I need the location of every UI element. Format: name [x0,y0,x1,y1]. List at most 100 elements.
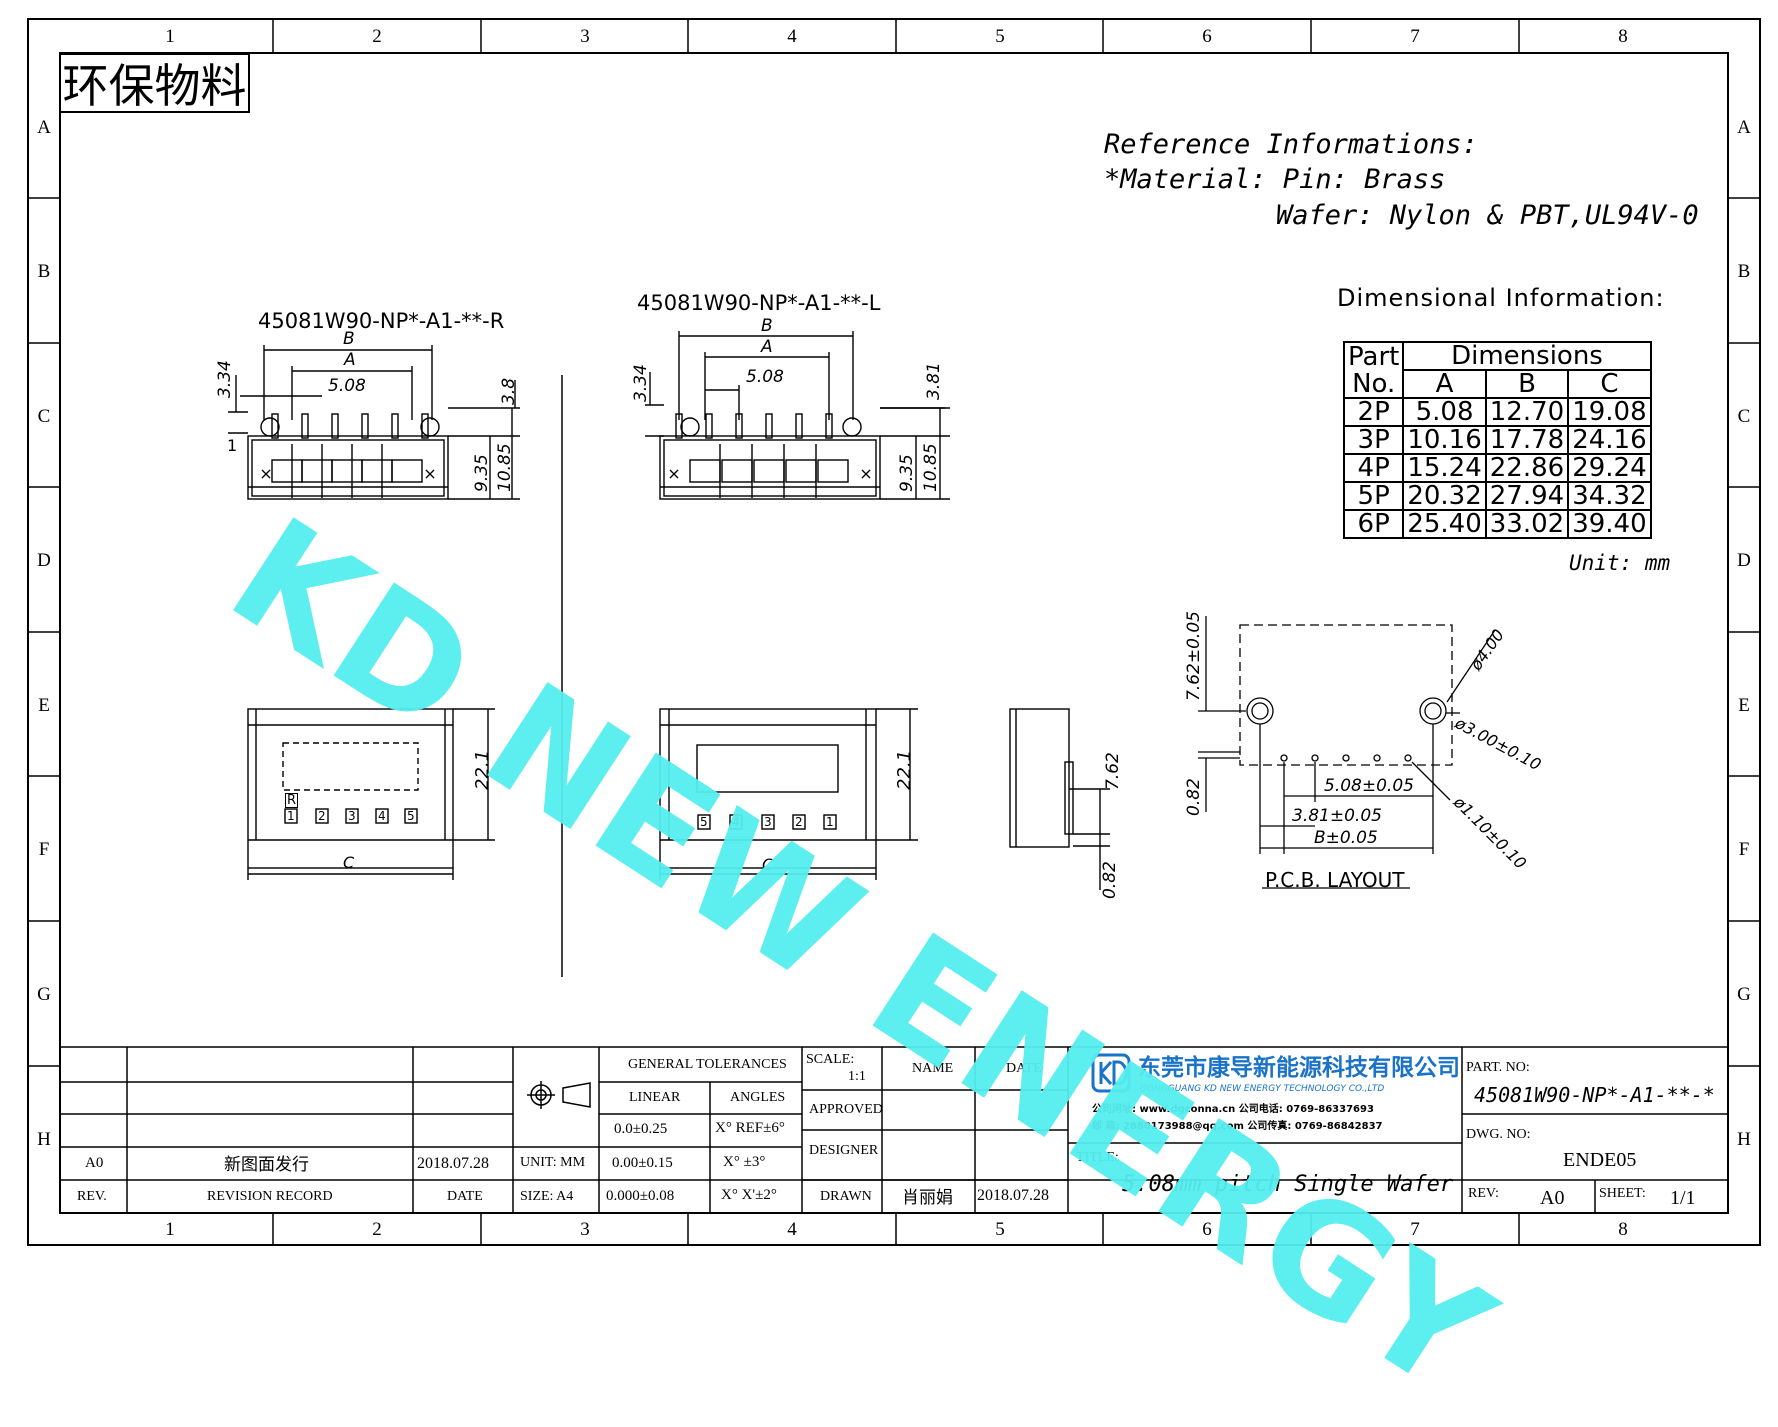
r-mark: R [285,793,299,808]
size-field: SIZE: A4 [520,1189,574,1204]
pin-number: 3 [764,815,772,829]
table-row: 4P 15.24 22.86 29.24 [1342,453,1652,483]
unit-note: Unit: mm [1569,551,1671,575]
linear-header: LINEAR [629,1090,681,1105]
reference-line-1: Reference Informations: [1104,129,1478,160]
header-part: Part [1342,341,1405,370]
dim-label-b: B [761,316,773,336]
pin-number: 5 [407,809,415,823]
pcb-layout-title: P.C.B. LAYOUT [1265,868,1405,892]
pin-number: 2 [795,815,803,829]
col-label: 2 [372,26,382,47]
col-label: 7 [1410,26,1420,47]
dim-label-pitch: 5.08 [746,367,784,387]
table-row: 6P 25.40 33.02 39.40 [1342,509,1652,539]
dim-label-a: A [761,337,773,357]
company-logo-icon [1091,1053,1131,1093]
dim-label-a: A [344,350,356,370]
col-label: 6 [1202,26,1212,47]
company-name-en: DONGGUANG KD NEW ENERGY TECHNOLOGY CO.,L… [1140,1084,1385,1094]
reference-line-3: Wafer: Nylon & PBT,UL94V-0 [1276,200,1699,231]
row-label: B [37,261,51,282]
pin-number: 1 [287,809,295,823]
dimensional-heading: Dimensional Information: [1337,284,1665,312]
drawn-name: 肖丽娟 [902,1188,953,1207]
front-height-label: 22.1 [472,749,493,790]
header-b: B [1484,369,1570,399]
col-label: 2 [372,1219,382,1240]
dim-label-top: 3.34 [215,360,235,398]
dim-c-cell: 39.40 [1567,509,1652,539]
dim-label-top: 3.34 [631,364,651,402]
pin-number: 4 [378,809,386,823]
part-number: 45081W90-NP*-A1-**-* [1474,1083,1715,1107]
right-part-number: 45081W90-NP*-A1-**-R [258,309,505,333]
pcb-offset-dim: 0.82 [1184,778,1204,816]
row-label: C [37,406,51,427]
dim-a-cell: 10.16 [1402,425,1487,455]
date-header: DATE [1006,1061,1042,1076]
dimension-table: Part Dimensions No. A B C 2P 5.08 12.70 … [1342,341,1652,539]
row-label: A [37,117,51,138]
part-cell: 5P [1342,481,1405,511]
pin-number: 5 [700,815,708,829]
rev-code: A0 [85,1155,104,1171]
linear-tol-1: 0.0±0.25 [614,1121,668,1137]
front-height-label: 22.1 [894,749,915,790]
drawing-sheet: 1 2 3 4 5 6 7 8 1 2 3 4 5 6 7 8 A B C D … [27,18,1761,1427]
pcb-vertical-dim: 7.62±0.05 [1184,611,1204,701]
col-label: 7 [1410,1219,1420,1240]
dim-b-cell: 22.86 [1484,453,1570,483]
row-label: B [1737,261,1751,282]
dim-label-pin: 3.81 [924,362,944,400]
sheet-value: 1/1 [1670,1187,1696,1209]
side-pin-height: 7.62 [1103,752,1123,790]
row-label: G [1737,984,1751,1005]
designer-label: DESIGNER [809,1143,879,1158]
unit-field: UNIT: MM [520,1155,586,1170]
front-width-label: C [343,853,355,872]
linear-tol-3: 0.000±0.08 [606,1188,675,1204]
col-label: 1 [165,1219,175,1240]
angle-tol-2: X° ±3° [723,1154,766,1170]
company-name-cn: 东莞市康导新能源科技有限公司 [1138,1055,1460,1081]
row-label: E [38,695,50,716]
angle-tol-3: X° X'±2° [721,1187,777,1203]
col-label: 4 [787,1219,797,1240]
col-label: 1 [165,26,175,47]
part-cell: 6P [1342,509,1405,539]
col-label: 4 [787,26,797,47]
row-label: G [37,984,51,1005]
header-a: A [1402,369,1487,399]
part-cell: 3P [1342,425,1405,455]
col-label: 6 [1202,1219,1212,1240]
sheet-label: SHEET: [1599,1186,1646,1201]
drawing-linework [27,18,1761,1246]
part-cell: 2P [1342,397,1405,427]
dim-b-cell: 33.02 [1484,509,1570,539]
col-label: 5 [995,26,1005,47]
dim-label-h2: 10.85 [495,443,515,492]
linear-tol-2: 0.00±0.15 [612,1155,673,1171]
scale-label: SCALE: [806,1052,855,1067]
pcb-b-dim: B±0.05 [1314,828,1378,848]
dim-a-cell: 25.40 [1402,509,1487,539]
pin-number: 4 [732,815,740,829]
dim-label-pin: 3.8 [499,377,519,405]
col-label: 8 [1618,1219,1628,1240]
scale-value: 1:1 [848,1069,866,1084]
angles-header: ANGLES [730,1090,786,1105]
pcb-pitch-dim: 5.08±0.05 [1324,776,1414,796]
dim-c-cell: 34.32 [1567,481,1652,511]
rev-label: REV: [1468,1186,1499,1201]
col-label: 3 [580,1219,590,1240]
dwg-number: ENDE05 [1563,1149,1637,1171]
dim-b-cell: 12.70 [1484,397,1570,427]
header-dimensions: Dimensions [1402,341,1652,371]
dim-label-h1: 9.35 [472,454,492,492]
header-c: C [1567,369,1652,399]
pcb-offset-dim-2: 3.81±0.05 [1292,806,1382,826]
table-row: 5P 20.32 27.94 34.32 [1342,481,1652,511]
company-contact-2: 邮 箱: 2880173988@qq.com 公司传真: 0769-868428… [1092,1121,1383,1132]
dim-a-cell: 5.08 [1402,397,1487,427]
